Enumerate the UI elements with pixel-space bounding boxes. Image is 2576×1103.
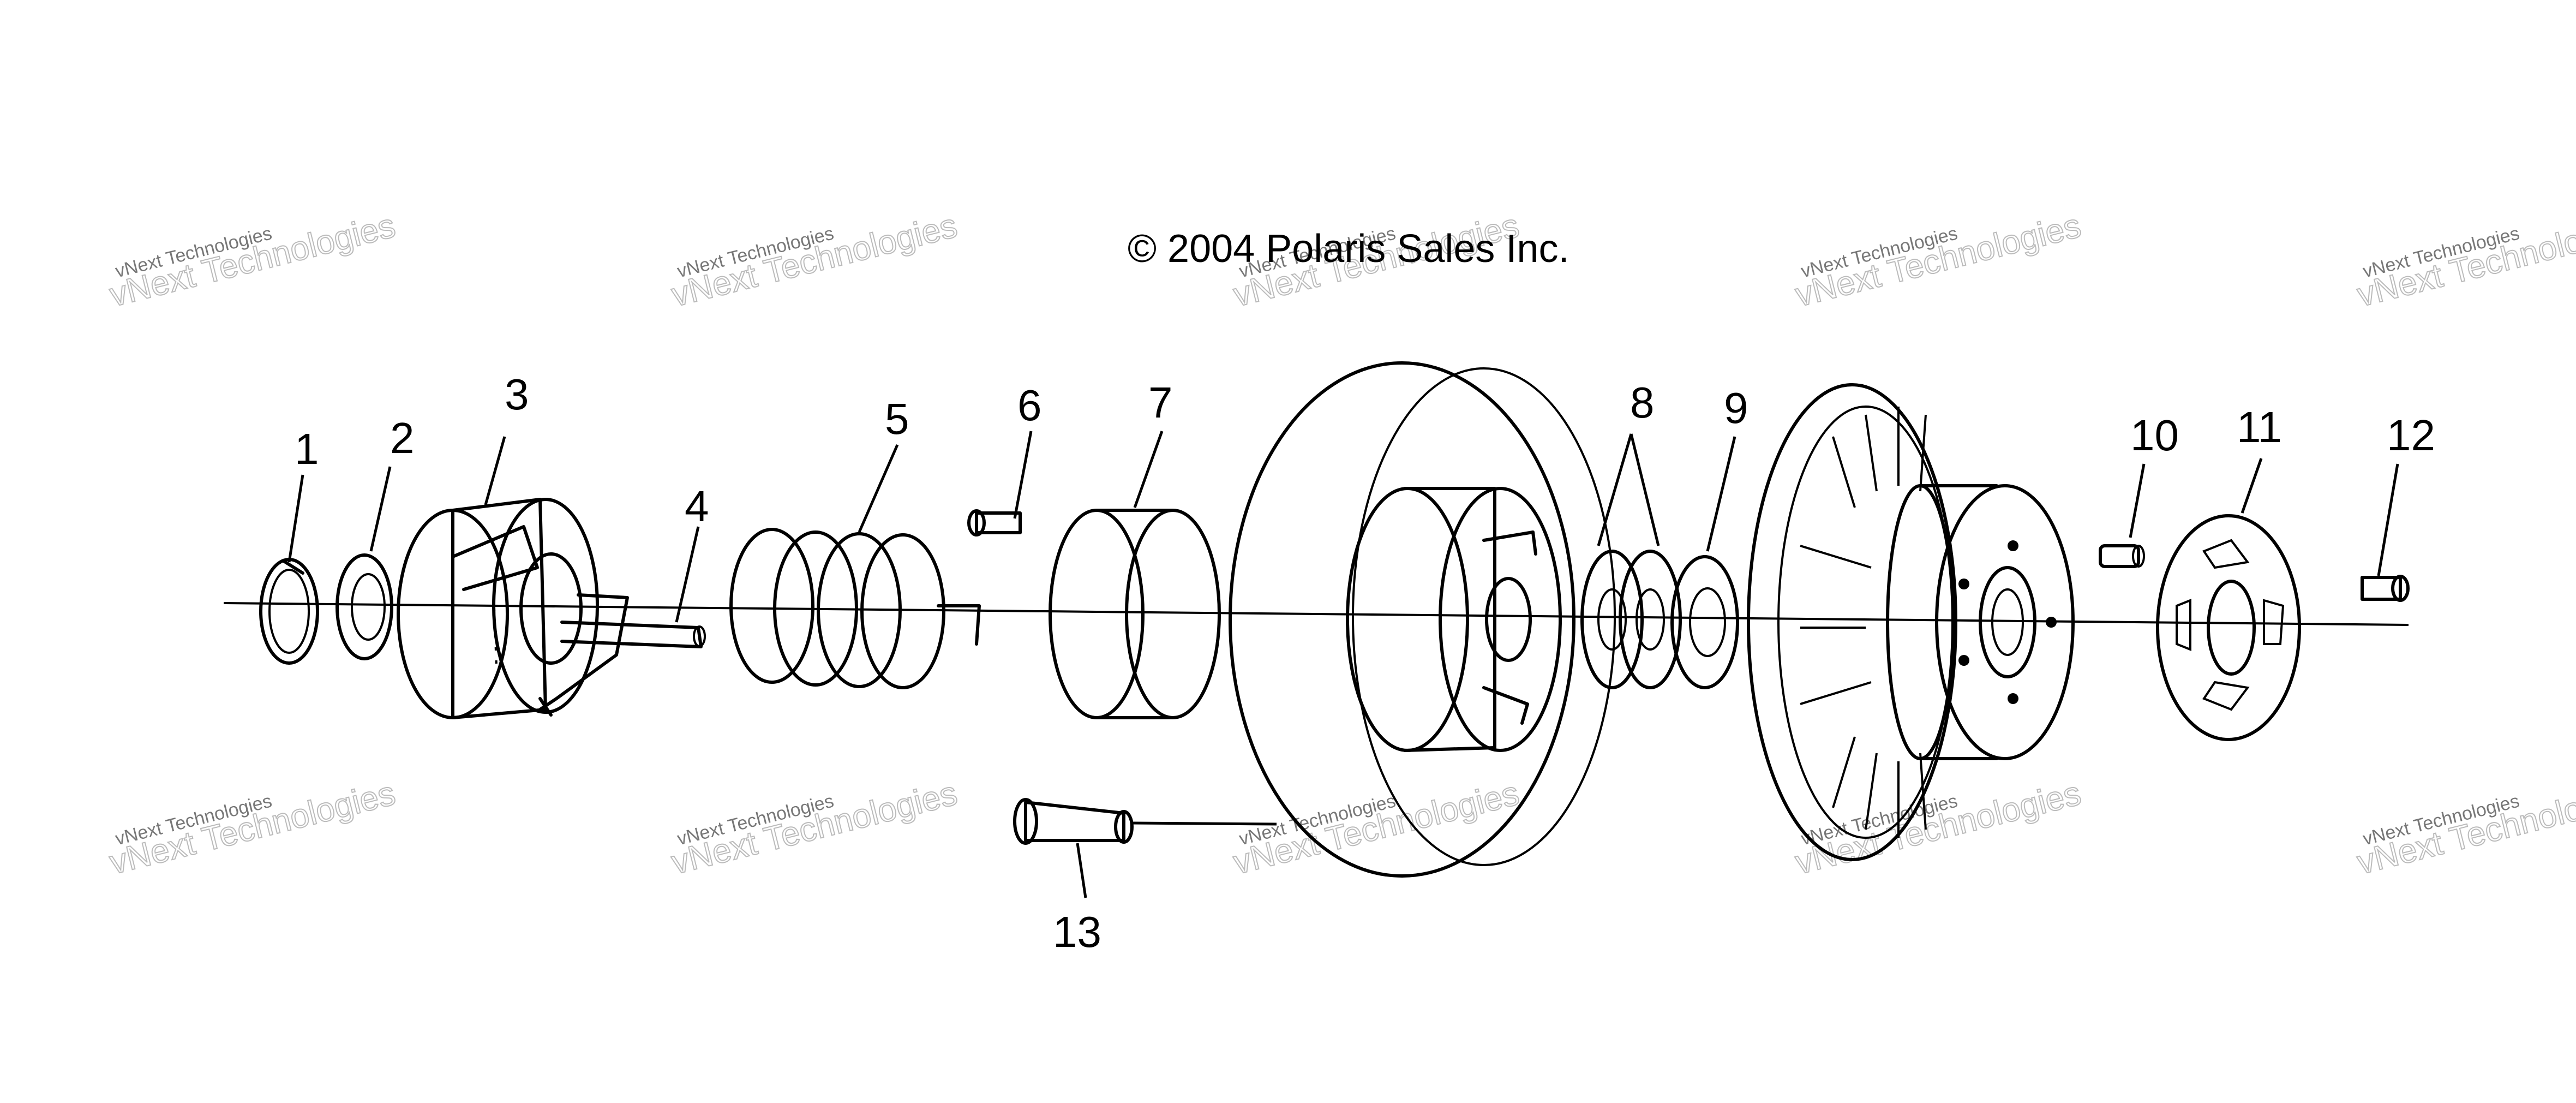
copyright-text: © 2004 Polaris Sales Inc. (1128, 227, 1569, 271)
callout-8: 8 (1630, 378, 1655, 427)
part-8-washers (1580, 550, 1682, 689)
callout-labels: 1 2 3 4 5 6 7 8 9 10 11 12 13 (295, 370, 2435, 956)
part-12-bolt (2361, 575, 2410, 602)
callout-9: 9 (1724, 384, 1748, 432)
part-13-fitting (1013, 798, 1277, 845)
axis-centerline (223, 602, 2409, 626)
callout-1: 1 (295, 425, 319, 473)
callout-4: 4 (685, 482, 709, 530)
callout-13: 13 (1053, 908, 1101, 956)
part-7-bushing-ring (1049, 509, 1221, 719)
part-4-key-pin (560, 621, 706, 648)
part-9-washer (1670, 555, 1739, 689)
part-1-snap-ring (259, 558, 319, 665)
part-2-washer (336, 553, 393, 660)
callout-12: 12 (2387, 411, 2435, 460)
callout-3: 3 (505, 370, 529, 419)
callout-10: 10 (2130, 411, 2179, 460)
movable-sheave (1747, 383, 2075, 861)
part-11-spider-plate (2156, 514, 2301, 741)
callout-7: 7 (1148, 378, 1173, 427)
callout-6: 6 (1017, 381, 1042, 430)
leader-lines (287, 431, 2399, 898)
callout-11: 11 (2237, 403, 2282, 451)
part-3-helix-cam (397, 498, 629, 719)
callout-2: 2 (390, 414, 415, 462)
callout-5: 5 (885, 395, 909, 443)
part-6-screw (967, 509, 1022, 536)
part-5-spring (729, 528, 981, 689)
stationary-sheave (1229, 361, 1616, 878)
part-10-roller (2099, 544, 2145, 568)
